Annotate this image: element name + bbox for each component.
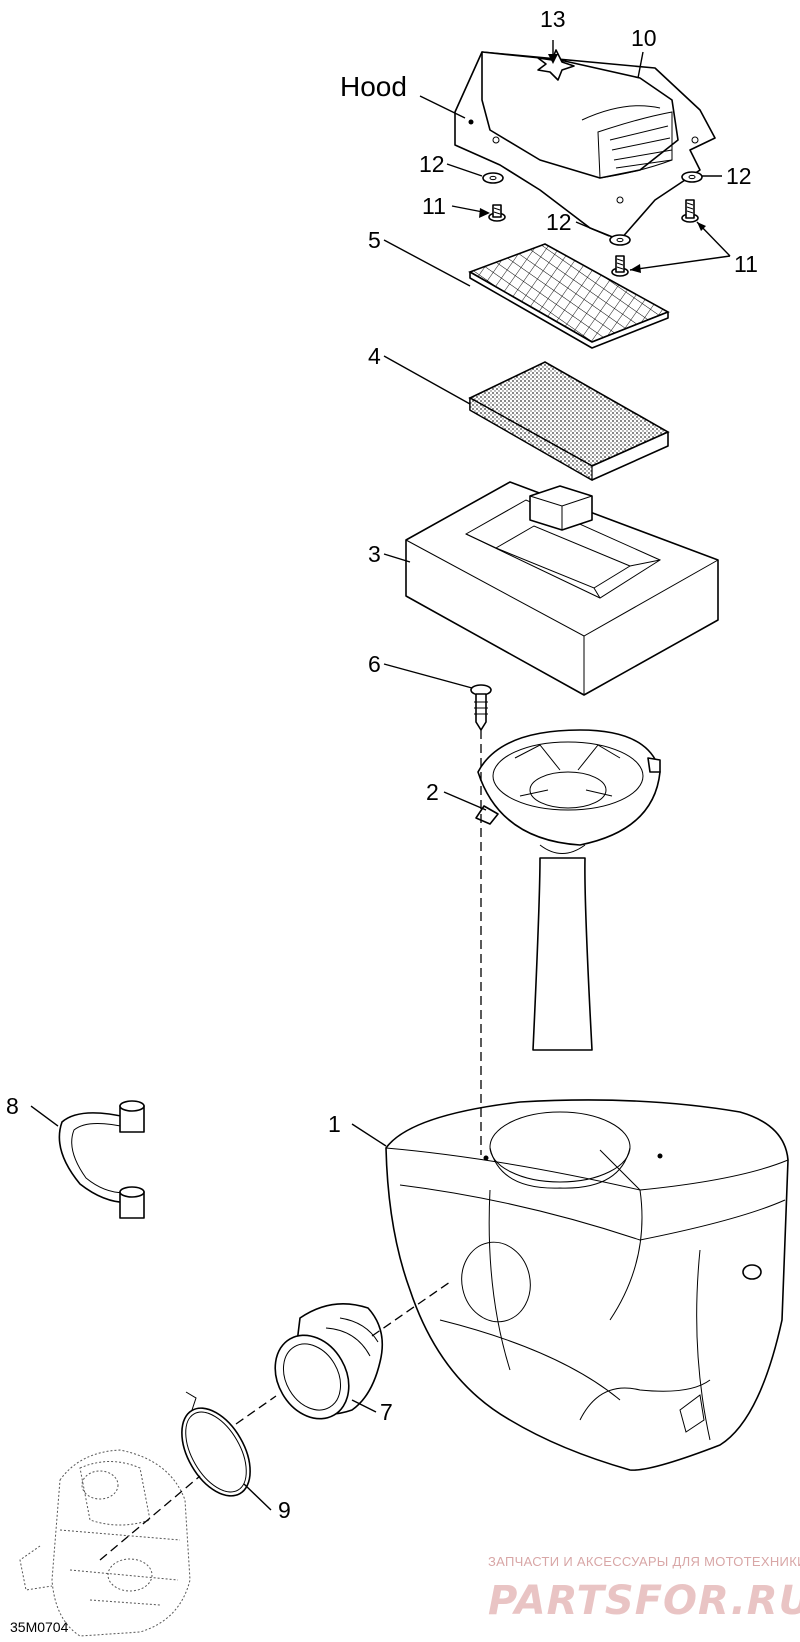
- callout-9: 9: [278, 1497, 291, 1523]
- hood-cover-part: [454, 51, 716, 241]
- foam-filter-part: [468, 361, 670, 482]
- callout-2: 2: [426, 779, 439, 805]
- assembly-line: [99, 1475, 201, 1561]
- callout-13: 13: [540, 6, 566, 32]
- callout-3: 3: [368, 541, 381, 567]
- callout-12: 12: [546, 209, 572, 235]
- screw-part: [681, 199, 699, 223]
- washer-part: [609, 234, 631, 246]
- mesh-screen-part: [468, 243, 670, 349]
- watermark-tagline: ЗАПЧАСТИ И АКСЕССУАРЫ ДЛЯ МОТОТЕХНИКИ: [488, 1554, 800, 1569]
- logo-badge-part: [537, 49, 575, 81]
- drawing-id: 35M0704: [10, 1619, 69, 1635]
- clip-part: [58, 1100, 145, 1219]
- callout-11: 11: [422, 193, 446, 219]
- callout-1: 1: [328, 1111, 341, 1137]
- callout-10: 10: [631, 25, 657, 51]
- clamp-ring-part: [181, 1391, 251, 1497]
- callout-12: 12: [726, 163, 752, 189]
- push-rivet-part: [470, 684, 492, 731]
- engine-reference-outline: [19, 1449, 191, 1637]
- washer-part: [482, 172, 504, 184]
- callout-12: 12: [419, 151, 445, 177]
- callout-5: 5: [368, 227, 381, 253]
- screw-part: [488, 204, 506, 222]
- adapter-sleeve-part: [274, 1302, 384, 1420]
- callout-7: 7: [380, 1399, 393, 1425]
- callout-6: 6: [368, 651, 381, 677]
- assembly-line: [235, 1395, 277, 1425]
- screw-part: [611, 255, 629, 277]
- intake-funnel-part: [475, 729, 661, 1051]
- assembly-line: [371, 1281, 451, 1337]
- callout-8: 8: [6, 1093, 19, 1119]
- hood-label: Hood: [340, 71, 407, 102]
- filter-frame-part: [405, 481, 719, 696]
- airbox-part: [385, 1099, 789, 1471]
- washer-part: [681, 171, 703, 183]
- callout-11: 11: [734, 251, 758, 277]
- callout-4: 4: [368, 343, 381, 369]
- watermark-logo: PARTSFOR.RU: [488, 1578, 800, 1624]
